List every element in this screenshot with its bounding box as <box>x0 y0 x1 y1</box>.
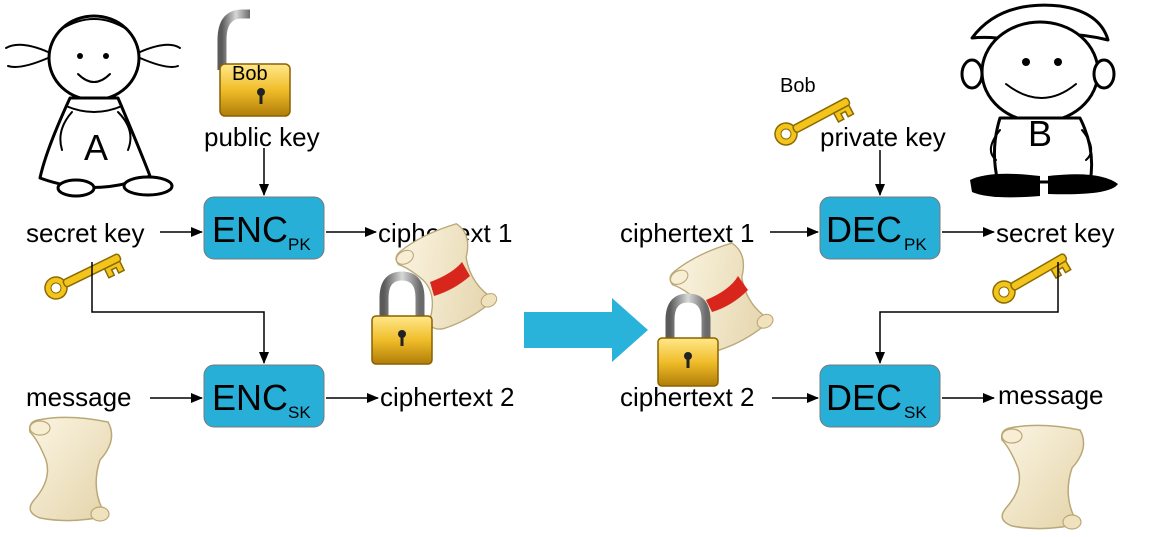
boy-figure-icon: B <box>960 3 1118 198</box>
enc-sk-main: ENC <box>212 377 288 418</box>
bob-private-tag: Bob <box>780 75 816 97</box>
right-arrow-icon <box>524 298 648 362</box>
dec-pk-main: DEC <box>826 209 902 250</box>
scroll-icon <box>1000 424 1085 530</box>
private-key-label: private key <box>820 122 946 152</box>
dec-pk-box: DEC PK <box>819 196 941 260</box>
right-connectors <box>770 150 1059 403</box>
bob-public-tag: Bob <box>232 63 268 85</box>
ciphertext2-right-label: ciphertext 2 <box>620 382 754 412</box>
sealed-scroll-icon <box>372 217 502 364</box>
message-left-label: message <box>26 382 132 412</box>
enc-pk-main: ENC <box>212 209 288 250</box>
bob-letter: B <box>1028 113 1052 154</box>
alice-letter: A <box>84 127 108 168</box>
key-icon <box>988 246 1074 311</box>
enc-sk-sub: SK <box>288 403 311 422</box>
message-right-label: message <box>998 380 1104 410</box>
dec-sk-main: DEC <box>826 377 902 418</box>
sealed-scroll-icon <box>658 237 779 386</box>
secret-key-right-label: secret key <box>996 218 1115 248</box>
ciphertext1-right-label: ciphertext 1 <box>620 218 754 248</box>
open-padlock-icon <box>217 9 291 117</box>
dec-sk-box: DEC SK <box>819 364 941 428</box>
dec-pk-sub: PK <box>904 235 927 254</box>
left-connectors <box>91 148 379 403</box>
enc-pk-box: ENC PK <box>203 196 325 260</box>
dec-sk-sub: SK <box>904 403 927 422</box>
scroll-icon <box>28 416 113 522</box>
girl-figure-icon: A <box>5 14 181 198</box>
key-icon <box>40 246 127 307</box>
enc-sk-box: ENC SK <box>203 364 325 428</box>
public-key-label: public key <box>204 122 320 152</box>
ciphertext2-left-label: ciphertext 2 <box>380 382 514 412</box>
enc-pk-sub: PK <box>288 235 311 254</box>
secret-key-left-label: secret key <box>26 218 145 248</box>
